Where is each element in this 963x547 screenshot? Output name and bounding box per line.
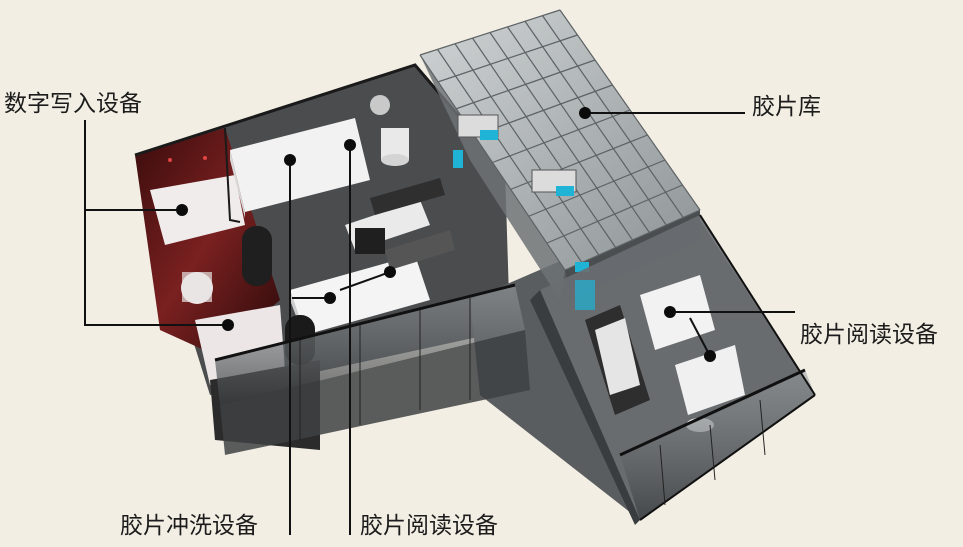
callout-dot (344, 139, 356, 151)
callout-dot (284, 154, 296, 166)
callout-lines (84, 112, 795, 535)
callout-dot (579, 107, 591, 119)
callout-dot (704, 350, 716, 362)
callout-dot (176, 204, 188, 216)
callout-dot (324, 292, 336, 304)
rack-grid-line (546, 184, 683, 244)
callout-dot (664, 306, 676, 318)
callout-dot (222, 319, 234, 331)
digital-writing-room (135, 128, 285, 385)
label-film-reading-equipment-right: 胶片阅读设备 (800, 322, 938, 348)
rack-grid-line (419, 9, 561, 56)
label-film-developing-equipment: 胶片冲洗设备 (120, 513, 258, 539)
label-digital-writing-equipment: 数字写入设备 (4, 91, 142, 117)
callout-dots (176, 107, 716, 362)
label-film-reading-equipment-bottom: 胶片阅读设备 (360, 513, 498, 539)
rack-grid-line (564, 209, 701, 271)
rack-grid-line (492, 109, 631, 164)
main-glass-wall (214, 283, 530, 455)
rack-grid-line (437, 34, 578, 83)
reading-wing (530, 214, 816, 525)
rack-grid-line (456, 59, 596, 110)
callout-dot (384, 266, 396, 278)
label-film-library: 胶片库 (752, 94, 821, 120)
rack-grid-line (528, 159, 666, 217)
